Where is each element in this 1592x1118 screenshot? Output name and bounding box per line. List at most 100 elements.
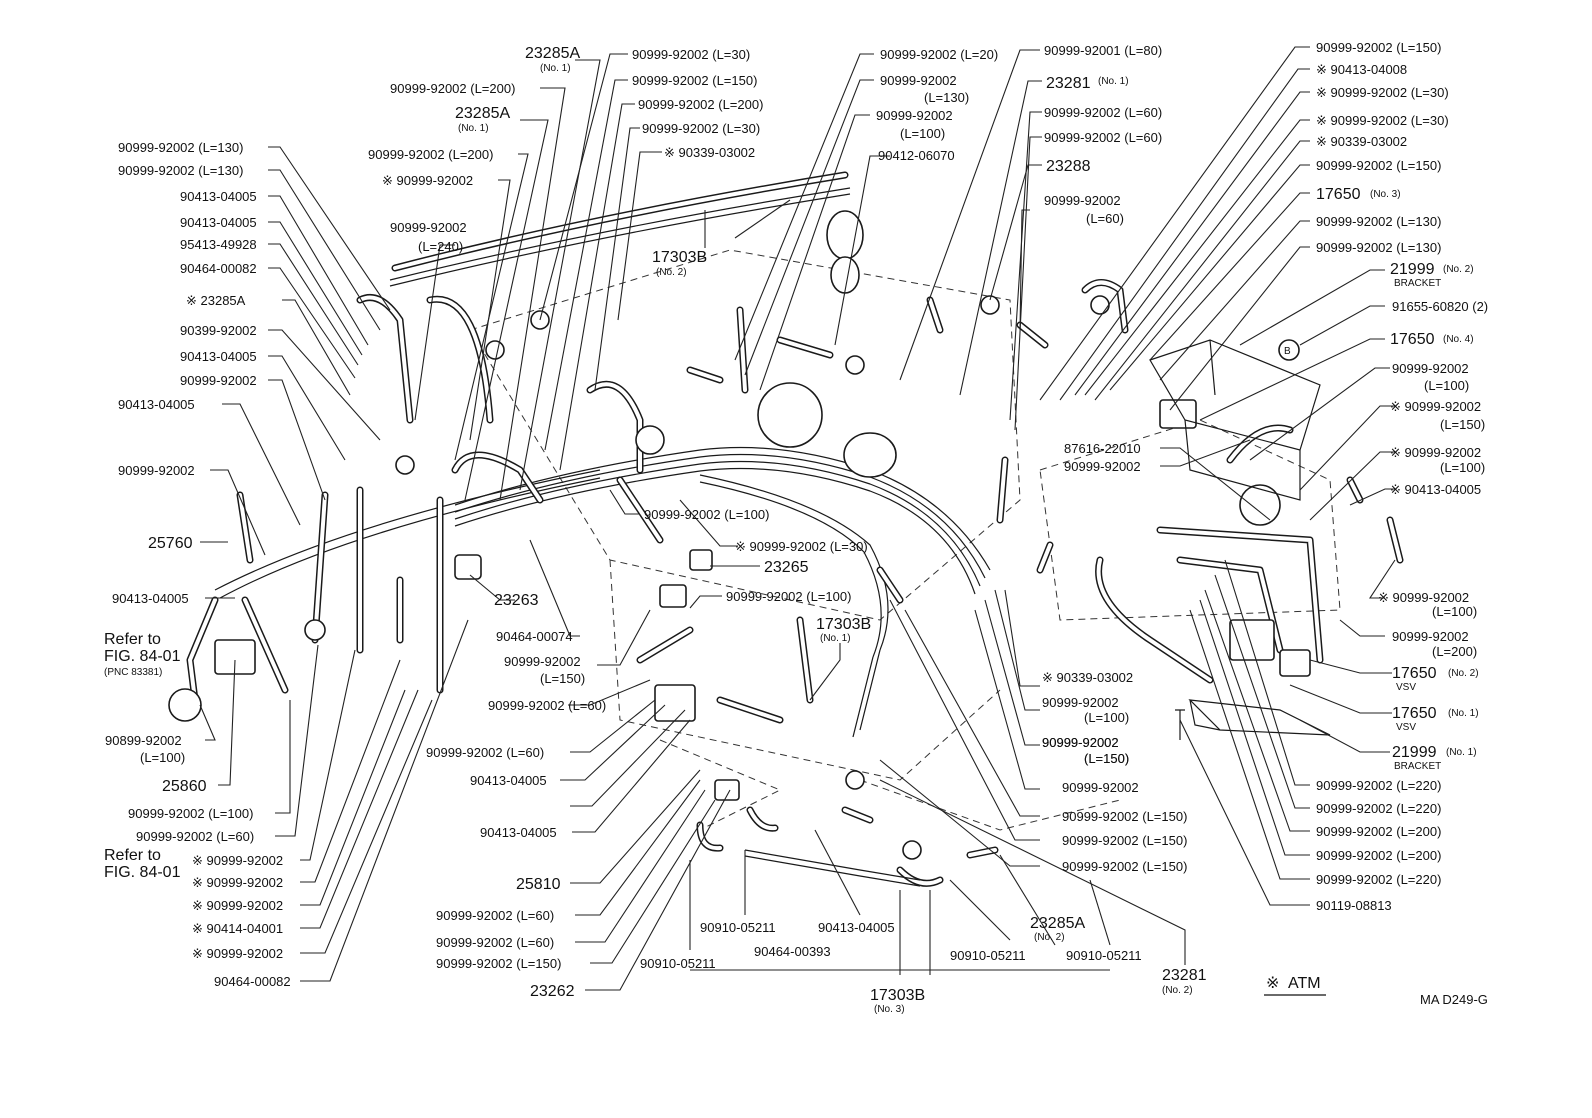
callout-label: 90999-92002 (L=130) — [118, 163, 243, 178]
callout-label: 90999-92002 — [180, 373, 257, 388]
refer-to-pnc-label: (PNC 83381) — [104, 667, 162, 678]
callout-label: 23281 — [1046, 75, 1091, 92]
callout-label: (L=150) — [1440, 417, 1485, 432]
refer-to-fig-label: FIG. 84-01 — [104, 864, 181, 881]
callout-label: 90464-00074 — [496, 629, 573, 644]
refer-to-label: Refer to — [104, 847, 161, 864]
callout-label: 90999-92002 (L=200) — [390, 81, 515, 96]
callout-label: 90999-92002 (L=150) — [436, 956, 561, 971]
callout-label: 90999-92002 (L=150) — [1062, 833, 1187, 848]
callout-sublabel: (No. 2) — [1448, 668, 1479, 679]
callout-label: 90999-92002 (L=200) — [1316, 824, 1441, 839]
callout-label: 90413-04005 — [180, 189, 257, 204]
callout-label: 90999-92002 (L=60) — [436, 935, 554, 950]
callout-label: (L=130) — [924, 90, 969, 105]
callout-label: (L=150) — [540, 671, 585, 686]
callout-label: 17303B — [652, 249, 707, 266]
callout-label: 90999-92002 — [390, 220, 467, 235]
callout-label: 90899-92002 — [105, 733, 182, 748]
callout-sublabel: (No. 1) — [540, 63, 571, 74]
callout-label: 90999-92002 (L=30) — [642, 121, 760, 136]
callout-label: 90999-92002 (L=200) — [1316, 848, 1441, 863]
callout-label: ※ 90999-92002 (L=30) — [735, 539, 868, 554]
callout-label: (L=150) — [1084, 751, 1129, 766]
callout-label: 90999-92002 — [1392, 629, 1469, 644]
callout-label: 90464-00082 — [214, 974, 291, 989]
callout-label: ※ 90999-92002 — [192, 853, 283, 868]
callout-label: 90999-92002 — [118, 463, 195, 478]
callout-label: 90910-05211 — [700, 920, 776, 935]
callout-label: 90999-92002 (L=150) — [632, 73, 757, 88]
callout-label: 90413-04005 — [180, 215, 257, 230]
callout-label: 90999-92002 — [1042, 695, 1119, 710]
callout-label: 90999-92002 (L=100) — [128, 806, 253, 821]
leader-lines — [199, 46, 1396, 991]
callout-label: ※ 90999-92002 — [192, 875, 283, 890]
engine-vacuum-assembly-drawing — [168, 171, 1404, 887]
callout-sublabel: (No. 4) — [1443, 334, 1474, 345]
callout-label: 90999-92002 (L=150) — [1062, 859, 1187, 874]
diagram-code: MA D249-G — [1420, 992, 1488, 1007]
callout-sublabel: (No. 2) — [656, 267, 687, 278]
callout-label: 90464-00082 — [180, 261, 257, 276]
callout-label: 90999-92002 — [1042, 735, 1119, 750]
callout-label: 90999-92002 (L=130) — [1316, 214, 1441, 229]
callout-label: (L=100) — [1424, 378, 1469, 393]
callout-label: 90413-04005 — [818, 920, 895, 935]
callout-sublabel: (No. 1) — [820, 633, 851, 644]
callout-label: ※ 90999-92002 — [1390, 445, 1481, 460]
callout-label: 17303B — [870, 987, 925, 1004]
callout-label: (L=240) — [418, 239, 463, 254]
callout-sublabel: BRACKET — [1394, 761, 1441, 772]
callout-sublabel: (No. 2) — [1443, 264, 1474, 275]
callout-label: 90999-92002 (L=60) — [136, 829, 254, 844]
callout-label: 90999-92002 — [1042, 735, 1119, 750]
callout-label: 90999-92002 (L=220) — [1316, 801, 1441, 816]
callout-label: (L=200) — [1432, 644, 1477, 659]
callout-label: 90999-92002 (L=60) — [1044, 105, 1162, 120]
callout-label: 90413-04005 — [470, 773, 547, 788]
callout-label: ※ 90999-92002 — [192, 898, 283, 913]
atm-legend-text: ATM — [1288, 975, 1321, 992]
callout-sublabel: VSV — [1396, 682, 1416, 693]
callout-label: ※ 90999-92002 — [382, 173, 473, 188]
callout-label: 90999-92002 — [504, 654, 581, 669]
callout-sublabel: (No. 1) — [1448, 708, 1479, 719]
callout-label: 90412-06070 — [878, 148, 955, 163]
callout-label: 25760 — [148, 535, 193, 552]
callout-sublabel: (No. 2) — [1034, 932, 1065, 943]
callout-label: 90999-92002 (L=150) — [1316, 40, 1441, 55]
callout-label: (L=100) — [1084, 710, 1129, 725]
callout-label: 23285A — [525, 45, 580, 62]
callout-label: 90464-00393 — [754, 944, 831, 959]
callout-label: 23285A — [1030, 915, 1085, 932]
callout-label: 21999 — [1390, 261, 1435, 278]
callout-label: 90999-92002 (L=100) — [726, 589, 851, 604]
callout-label: (L=100) — [1440, 460, 1485, 475]
callout-label: 17650 — [1316, 186, 1361, 203]
callout-label: 23285A — [455, 105, 510, 122]
callout-sublabel: (No. 1) — [1098, 76, 1129, 87]
callout-label: 90910-05211 — [640, 956, 716, 971]
callout-label: 90999-92002 — [1064, 459, 1141, 474]
callout-label: (L=150) — [1084, 751, 1129, 766]
callout-labels: 90999-92002 (L=130) 90999-92002 (L=130) … — [104, 40, 1488, 1015]
callout-label: 90999-92002 (L=150) — [1062, 809, 1187, 824]
callout-label: 23281 — [1162, 967, 1207, 984]
callout-label: 23288 — [1046, 158, 1091, 175]
callout-label: 90999-92002 — [1044, 193, 1121, 208]
callout-label: 90999-92002 — [1062, 780, 1139, 795]
callout-label: 90910-05211 — [1066, 948, 1142, 963]
callout-label: 90999-92002 (L=60) — [426, 745, 544, 760]
callout-label: ※ 90413-04008 — [1316, 62, 1407, 77]
callout-label: 90999-92002 (L=130) — [1316, 240, 1441, 255]
callout-label: 90999-92002 — [880, 73, 957, 88]
callout-sublabel: VSV — [1396, 722, 1416, 733]
refer-to-label: Refer to — [104, 631, 161, 648]
callout-label: ※ 90999-92002 (L=30) — [1316, 113, 1449, 128]
callout-label: 90999-92002 (L=200) — [368, 147, 493, 162]
callout-label: 90999-92002 — [876, 108, 953, 123]
callout-label: 90999-92002 (L=100) — [644, 507, 769, 522]
callout-label: 23265 — [764, 559, 809, 576]
callout-label: 90999-92002 (L=20) — [880, 47, 998, 62]
